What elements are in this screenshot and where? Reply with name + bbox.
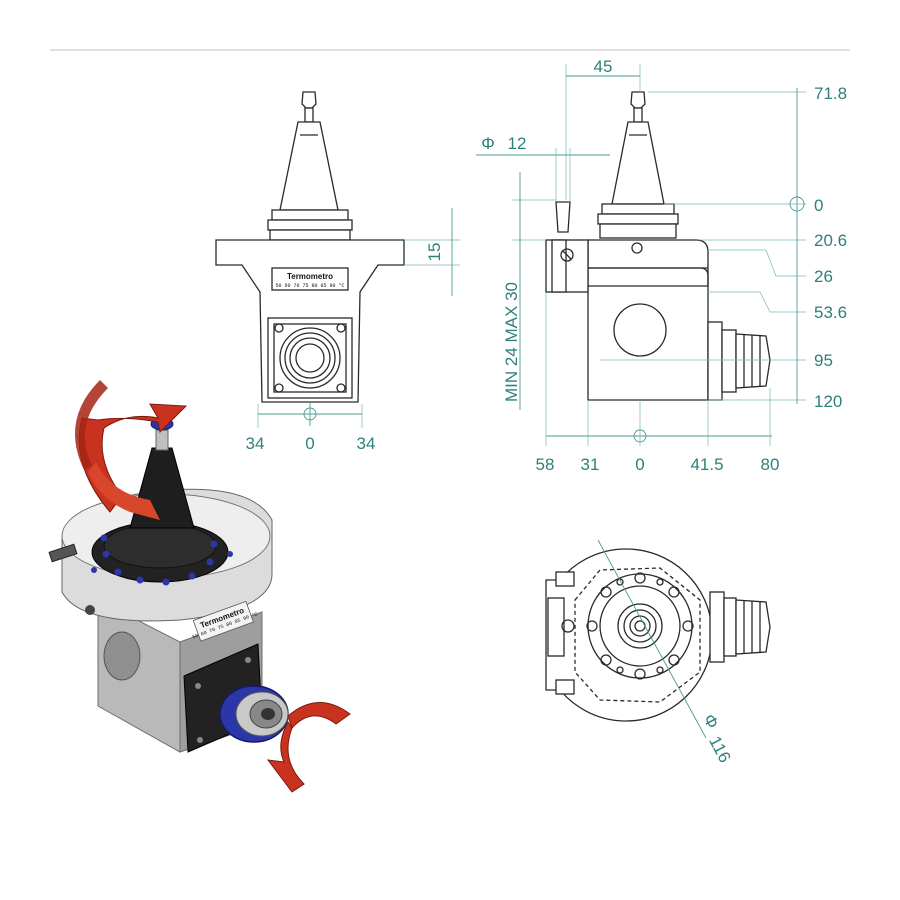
side-right-dim-5: 53.6: [814, 303, 847, 322]
side-dim-top: 45: [594, 57, 613, 76]
side-bottom-dim-5: 80: [761, 455, 780, 474]
side-dim-vertical-label: MIN 24 MAX 30: [502, 282, 521, 402]
top-dim-diameter: 116: [705, 733, 735, 766]
side-right-dim-7: 120: [814, 392, 842, 411]
front-dim-left: 34: [246, 434, 265, 453]
side-right-dim-2: 0: [814, 196, 823, 215]
top-phi-symbol: Φ: [699, 711, 722, 732]
side-dim-pin-diameter: 12: [508, 134, 527, 153]
front-dim-center: 0: [305, 434, 314, 453]
side-bottom-dim-3: 0: [635, 455, 644, 474]
side-bottom-dim-2: 31: [581, 455, 600, 474]
rotation-arrow-bottom: [287, 702, 351, 729]
iso-body-front: [97, 599, 181, 753]
side-phi-symbol: Φ: [481, 134, 495, 153]
front-dim-flange: 15: [425, 243, 444, 262]
front-view: Termometro 50 60 70 75 80 85 90 °C 15 34…: [215, 91, 460, 453]
iso-label-plate: [192, 600, 254, 642]
front-dim-right: 34: [357, 434, 376, 453]
side-bottom-dim-4: 41.5: [690, 455, 723, 474]
top-view: Φ 116: [545, 539, 771, 766]
side-view: 45 Φ 12 MIN 24 MAX 30 71.8 0 20.6 26 53.…: [476, 57, 847, 474]
side-right-dim-6: 95: [814, 351, 833, 370]
side-bottom-dim-1: 58: [536, 455, 555, 474]
front-plate-scale: 50 60 70 75 80 85 90 °C: [275, 283, 344, 289]
side-right-dim-1: 71.8: [814, 84, 847, 103]
side-right-dim-3: 20.6: [814, 231, 847, 250]
iso-render: Termometro 50 60 70 75 80 85 90 °C: [48, 380, 351, 793]
side-right-dim-4: 26: [814, 267, 833, 286]
front-plate-title: Termometro: [287, 272, 333, 281]
